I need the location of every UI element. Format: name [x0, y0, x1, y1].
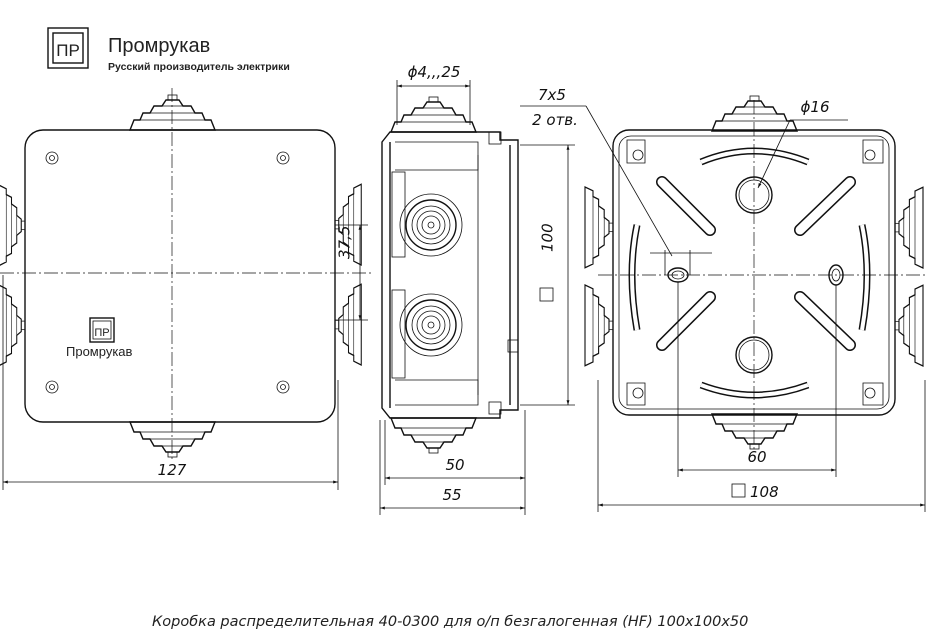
- svg-text:ПР: ПР: [94, 327, 109, 339]
- front-brand-label: ПР Промрукав: [66, 317, 133, 359]
- logo-name: Промрукав: [108, 35, 210, 57]
- svg-text:2 отв.: 2 отв.: [532, 111, 578, 129]
- svg-text:Промрукав: Промрукав: [66, 344, 133, 359]
- dimension-width-127: 127: [2, 275, 339, 490]
- front-view: ПР Промрукав 127 37,5: [0, 88, 372, 490]
- svg-text:37,5: 37,5: [335, 226, 353, 259]
- dimension-gland-range: ϕ4,,,25: [396, 63, 471, 125]
- svg-text:60: 60: [747, 448, 766, 466]
- svg-text:127: 127: [158, 461, 187, 479]
- svg-text:7x5: 7x5: [538, 86, 566, 104]
- side-view: ϕ4,,,25 100 50 55: [379, 63, 575, 515]
- dimension-slot-7x5: 7x5 2 отв.: [520, 86, 712, 275]
- gland-round-lower: [399, 293, 463, 357]
- dimension-hole-16: ϕ16: [757, 98, 848, 189]
- gland-round-upper: [399, 193, 463, 257]
- dimension-height-100: 100: [520, 144, 575, 406]
- company-logo: ПР Промрукав Русский производитель элект…: [47, 27, 290, 73]
- svg-text:50: 50: [445, 456, 464, 474]
- svg-text:55: 55: [442, 486, 461, 504]
- dimension-width-108: 108: [597, 380, 926, 512]
- svg-text:ϕ4,,,25: ϕ4,,,25: [408, 63, 461, 81]
- svg-text:100: 100: [539, 223, 557, 252]
- dimension-depth-55: 55: [379, 420, 525, 515]
- dimension-depth-50: 50: [384, 410, 526, 515]
- drawing-caption: Коробка распределительная 40-0300 для о/…: [152, 614, 748, 630]
- dimension-slot-spacing-60: 60: [677, 282, 837, 477]
- svg-text:ϕ16: ϕ16: [801, 98, 830, 116]
- svg-text:108: 108: [750, 483, 779, 501]
- dimension-spacing-37-5: 37,5: [335, 224, 368, 321]
- logo-mark: ПР: [56, 41, 80, 60]
- logo-tagline: Русский производитель электрики: [108, 61, 290, 73]
- back-view: 7x5 2 отв. ϕ16 60 108: [520, 86, 926, 512]
